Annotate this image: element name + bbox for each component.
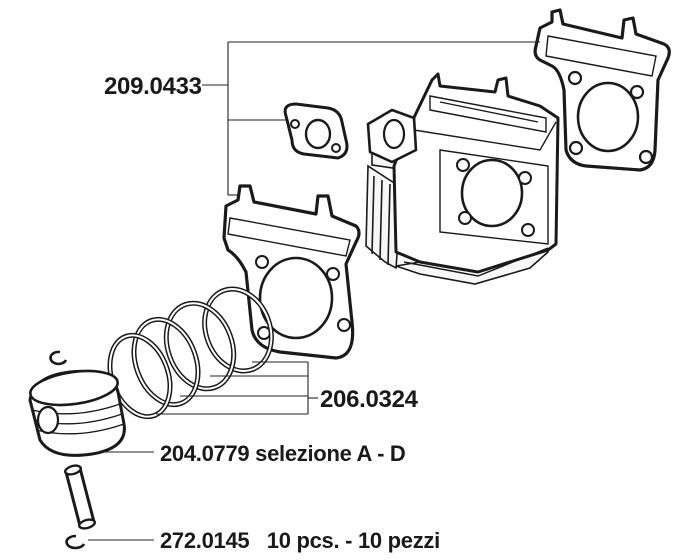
piston-rings — [107, 286, 274, 420]
circlip-top — [49, 350, 68, 366]
cylinder-block — [365, 72, 560, 285]
piston-ring-1 — [202, 286, 274, 374]
circlip-bottom — [65, 534, 86, 550]
piston-pin — [64, 464, 96, 530]
piston-ring-2 — [163, 300, 237, 392]
label-piston: 204.0779 selezione A - D — [160, 441, 406, 466]
piston-ring-3 — [131, 316, 201, 408]
label-gasket-kit: 209.0433 — [104, 73, 202, 100]
base-gasket — [222, 184, 361, 360]
label-piston-rings: 206.0324 — [320, 386, 419, 413]
exhaust-gasket — [283, 102, 349, 160]
leader-lines — [88, 41, 540, 541]
piston — [28, 369, 126, 457]
label-pin-clips: 272.0145 10 pcs. - 10 pezzi — [160, 528, 440, 553]
head-gasket — [533, 8, 671, 172]
